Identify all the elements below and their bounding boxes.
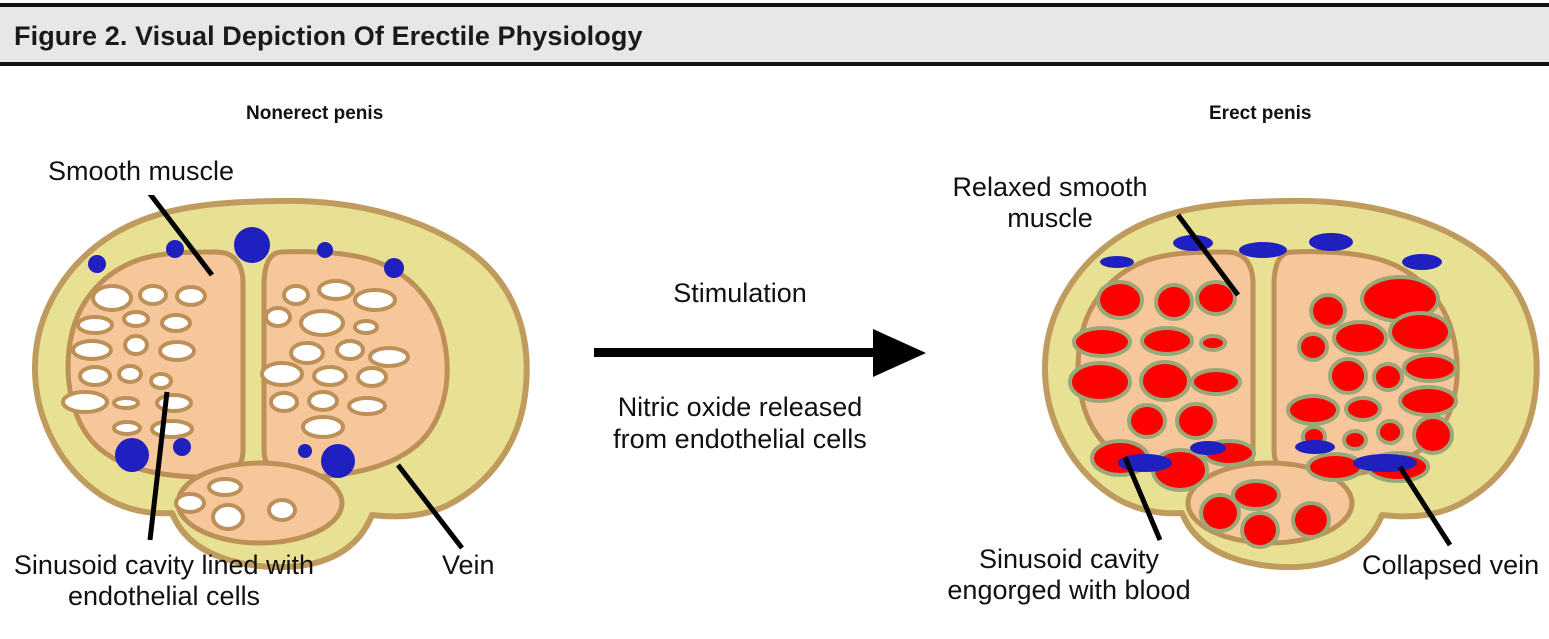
panel-title-nonerect: Nonerect penis bbox=[246, 103, 384, 124]
leader-lines bbox=[147, 195, 464, 550]
collapsed-vein bbox=[1190, 441, 1226, 455]
vein-dot bbox=[166, 240, 184, 258]
label-sinusoid-cavity-nonerect: Sinusoid cavity lined with endothelial c… bbox=[13, 550, 315, 611]
page-title: Figure 2. Visual Depiction Of Erectile P… bbox=[14, 21, 643, 51]
vein-dot bbox=[321, 444, 355, 478]
collapsed-vein-group bbox=[1100, 233, 1442, 472]
leader-vein bbox=[396, 463, 464, 550]
erect-cross-section-diagram bbox=[1030, 195, 1549, 570]
vein-dot bbox=[115, 438, 149, 472]
collapsed-vein bbox=[1295, 440, 1335, 454]
collapsed-vein bbox=[1239, 242, 1287, 258]
vein-group bbox=[88, 227, 404, 478]
nonerect-cross-section-diagram bbox=[20, 195, 540, 570]
collapsed-vein bbox=[1100, 256, 1134, 268]
collapsed-vein bbox=[1402, 254, 1442, 270]
vein-dot bbox=[384, 258, 404, 278]
leader-sinusoid-engorged bbox=[1122, 456, 1163, 541]
collapsed-vein bbox=[1309, 233, 1353, 251]
vein-dot bbox=[298, 444, 312, 458]
vein-dot bbox=[234, 227, 270, 263]
vein-dot bbox=[173, 438, 191, 456]
panel-title-erect: Erect penis bbox=[1209, 103, 1312, 124]
right-arrow-icon bbox=[594, 329, 926, 377]
leader-collapsed-vein bbox=[1397, 465, 1453, 547]
arrow-label-nitric-oxide: Nitric oxide released from endothelial c… bbox=[613, 392, 867, 454]
vein-dot bbox=[88, 255, 106, 273]
leader-sinusoid bbox=[147, 391, 170, 541]
label-collapsed-vein: Collapsed vein bbox=[1362, 550, 1540, 580]
label-smooth-muscle: Smooth muscle bbox=[48, 156, 235, 186]
stimulation-arrow bbox=[590, 325, 935, 381]
label-relaxed-smooth-muscle: Relaxed smooth muscle bbox=[952, 172, 1148, 233]
collapsed-vein bbox=[1353, 454, 1417, 472]
leader-relaxed-smooth-muscle bbox=[1176, 213, 1240, 297]
sinusoid-engorged-group bbox=[1068, 275, 1458, 549]
label-vein: Vein bbox=[442, 550, 495, 580]
figure-title-bar: Figure 2. Visual Depiction Of Erectile P… bbox=[0, 3, 1549, 66]
leader-lines bbox=[1122, 213, 1453, 547]
vein-dot bbox=[317, 242, 333, 258]
leader-smooth-muscle bbox=[147, 195, 214, 277]
label-sinusoid-engorged: Sinusoid cavity engorged with blood bbox=[947, 544, 1191, 605]
arrow-label-stimulation: Stimulation bbox=[673, 278, 807, 308]
